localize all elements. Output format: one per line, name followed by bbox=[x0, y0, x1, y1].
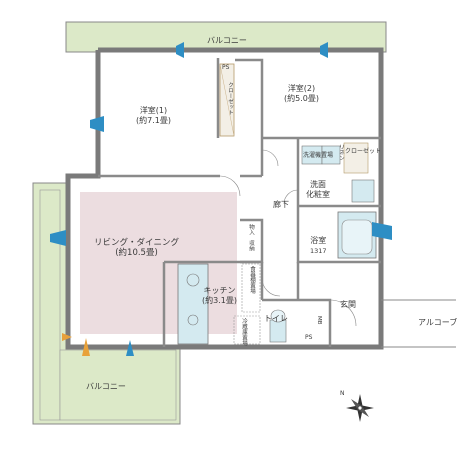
balcony-top-label: バルコニー bbox=[207, 36, 247, 45]
corridor-label: 廊下 bbox=[273, 200, 289, 209]
western-room-1-label: 洋室(1) (約7.1畳) bbox=[136, 106, 171, 126]
closet-hatch bbox=[219, 63, 235, 137]
kitchen-counter bbox=[177, 263, 209, 345]
door-swings bbox=[219, 149, 357, 327]
kitchen-name: キッチン bbox=[203, 286, 236, 295]
balcony-top bbox=[65, 21, 387, 53]
washroom-line-2: 化粧室 bbox=[306, 190, 330, 199]
kitchen-size: (約3.1畳) bbox=[202, 296, 237, 305]
small-closet bbox=[343, 142, 369, 174]
balcony-left bbox=[32, 182, 181, 425]
washroom-label: 洗面 化粧室 bbox=[306, 180, 330, 200]
bathroom-name: 浴室 bbox=[310, 236, 327, 245]
alcove-outline bbox=[381, 299, 456, 348]
ps-top-label: PS bbox=[222, 64, 230, 71]
pantry-space bbox=[241, 263, 261, 313]
toilet-fixture bbox=[269, 309, 287, 343]
storage-label: 物入 bbox=[248, 224, 254, 235]
interior-walls bbox=[98, 58, 381, 347]
western-room-1-size: (約7.1畳) bbox=[136, 116, 171, 125]
living-dining-name: リビング・ダイニング bbox=[94, 238, 180, 248]
fridge-label: 冷蔵庫置場 bbox=[241, 318, 247, 346]
fridge-space bbox=[233, 315, 261, 345]
vent-markers bbox=[50, 42, 392, 356]
entrance-label: 玄関 bbox=[340, 300, 356, 309]
western-room-1-name: 洋室(1) bbox=[139, 106, 168, 115]
alcove-label: アルコーブ bbox=[418, 318, 458, 327]
western-room-2-size: (約5.0畳) bbox=[284, 94, 319, 103]
linen-label: リネン bbox=[338, 144, 344, 161]
living-dining-size: (約10.5畳) bbox=[115, 248, 158, 258]
meter-box-label: MB bbox=[316, 316, 322, 325]
closet-label: クローゼット bbox=[227, 82, 233, 115]
closet-small-label: クローゼット bbox=[345, 148, 382, 155]
bathtub bbox=[337, 211, 377, 259]
washroom-fixtures bbox=[301, 145, 375, 203]
balcony-bottom-label: バルコニー bbox=[86, 382, 126, 391]
compass-rose bbox=[346, 394, 374, 422]
washer-label: 洗濯機置場 bbox=[303, 152, 334, 159]
bathroom-size: 1317 bbox=[310, 247, 327, 255]
toilet-label: トイレ bbox=[264, 314, 288, 323]
western-room-2-label: 洋室(2) (約5.0畳) bbox=[284, 84, 319, 104]
washroom-line-1: 洗面 bbox=[310, 180, 326, 189]
compass-label: N bbox=[340, 390, 345, 397]
bathroom-label: 浴室 1317 bbox=[310, 236, 327, 256]
western-room-2-name: 洋室(2) bbox=[287, 84, 316, 93]
pantry-label: 食器棚置場 bbox=[249, 266, 255, 294]
shoe-box-label: 収納 bbox=[248, 240, 254, 251]
ps-bottom-label: PS bbox=[305, 334, 313, 341]
kitchen-label: キッチン (約3.1畳) bbox=[202, 286, 237, 306]
living-dining-label: リビング・ダイニング (約10.5畳) bbox=[94, 238, 179, 258]
